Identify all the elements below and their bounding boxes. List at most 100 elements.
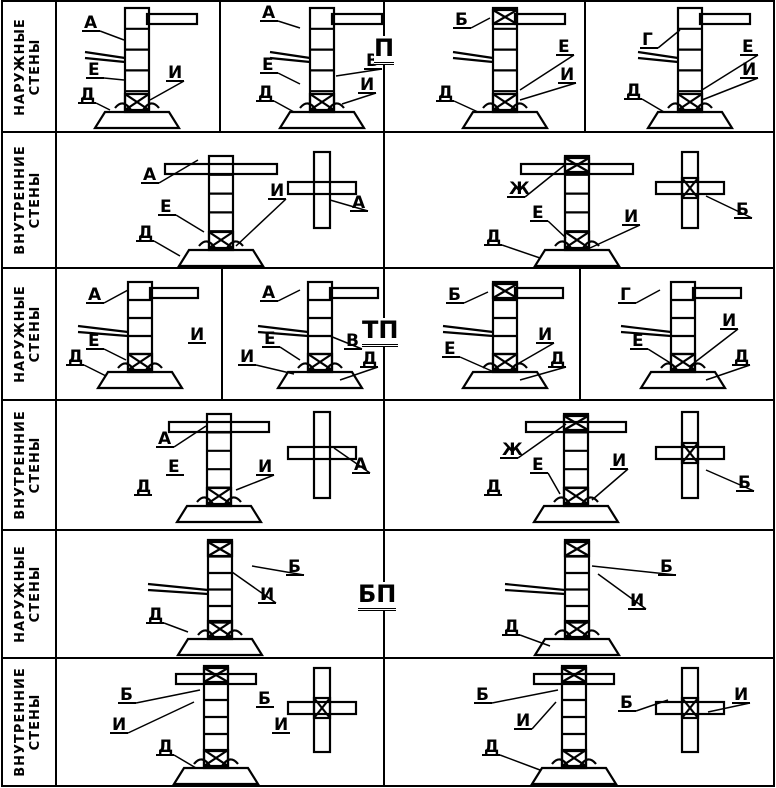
callout-letter: И [190, 325, 204, 345]
edge-plate [504, 588, 566, 596]
leader-line [491, 689, 559, 704]
edge-plate [637, 50, 679, 60]
callout-letter: А [158, 429, 172, 449]
footing [461, 370, 549, 390]
callout: Д [134, 477, 152, 497]
edge-plate [269, 56, 311, 64]
joint-box [308, 92, 336, 112]
callout: А [141, 159, 199, 185]
callout-letter: Б [120, 685, 133, 705]
joint-box [206, 619, 234, 639]
leader-line [173, 425, 207, 448]
detail-column [680, 410, 700, 500]
leader-line [329, 199, 369, 212]
callout: Д [482, 737, 541, 771]
callout-letter: Д [550, 349, 565, 369]
joint-box [491, 92, 519, 112]
joint-cross [564, 157, 590, 173]
callout-letter: Б [455, 10, 468, 30]
seal-mark [226, 240, 244, 249]
leader-line [701, 54, 759, 91]
callout-letter: Е [532, 455, 544, 475]
edge-plate [442, 324, 494, 334]
seal-mark [327, 102, 345, 111]
edge-plate [620, 324, 672, 334]
callout: Е [519, 37, 575, 91]
leader-line [524, 163, 567, 198]
joint-box [563, 230, 591, 250]
callout-letter: А [262, 283, 276, 303]
callout-letter: А [84, 13, 98, 33]
callout: И [231, 571, 277, 605]
callout: Б [705, 195, 753, 220]
leader-line [277, 72, 301, 85]
callout: Е [86, 60, 125, 81]
callout-letter: А [88, 285, 102, 305]
leader-line [99, 30, 125, 41]
callout-letter: Ж [502, 440, 523, 460]
callout-letter: Е [558, 37, 570, 57]
leader-line [153, 240, 181, 257]
footing [533, 248, 621, 268]
row-label-line: НАРУЖНЫЕ [13, 17, 29, 116]
callout-letter: А [143, 165, 157, 185]
callout: Ж [500, 423, 567, 460]
callout: Е [701, 37, 759, 91]
callout: Б [118, 685, 201, 705]
floor-slab [328, 286, 380, 300]
leader-line [235, 474, 275, 491]
seal-mark [193, 758, 211, 767]
callout: И [589, 207, 641, 249]
seal-mark [553, 496, 571, 505]
callout: Д [705, 347, 751, 381]
joint-box [680, 441, 700, 465]
seal-mark [582, 629, 600, 638]
footing [530, 766, 618, 786]
callout: Б [618, 693, 669, 713]
wall-detail [286, 410, 358, 500]
leader-line [517, 423, 567, 459]
leader-line [470, 17, 491, 29]
callout-letter: Д [626, 81, 641, 101]
leader-line [339, 366, 379, 381]
callout-letter: Е [264, 329, 276, 349]
edge-plate [147, 582, 209, 592]
leader-line [335, 68, 383, 77]
leader-line [173, 754, 197, 769]
callout-letter: Ж [509, 179, 530, 199]
section-label-tp: ТП [362, 318, 399, 347]
row-label-line: СТЕНЫ [28, 171, 44, 229]
detail-slab [286, 180, 358, 196]
wall-column [676, 6, 704, 114]
callout: И [341, 75, 377, 105]
joint-box [202, 748, 230, 768]
callout: Г [640, 29, 681, 50]
wall-section [452, 6, 567, 130]
wall-section [524, 412, 628, 524]
callout-letter: Д [504, 617, 519, 637]
callout: Е [442, 339, 495, 373]
detail-slab [654, 445, 726, 461]
wall-column [669, 280, 697, 374]
callout: И [701, 60, 759, 101]
callout-letter: Е [632, 331, 644, 351]
seal-mark [114, 102, 132, 111]
callout: Д [502, 617, 551, 647]
seal-mark [225, 629, 243, 638]
leader-line [163, 622, 189, 633]
leader-line [707, 702, 751, 713]
seal-mark [297, 362, 315, 371]
seal-mark [695, 102, 713, 111]
edge-plate [84, 56, 126, 64]
callout: И [235, 181, 287, 247]
leader-line [689, 328, 739, 367]
joint-cross [563, 415, 589, 431]
leader-line [231, 571, 277, 604]
wall-column [123, 6, 151, 114]
joint-box [207, 230, 235, 250]
callout-letter: Д [138, 223, 153, 243]
callout: Б [591, 557, 677, 577]
leader-line [519, 54, 575, 91]
seal-mark [224, 496, 242, 505]
